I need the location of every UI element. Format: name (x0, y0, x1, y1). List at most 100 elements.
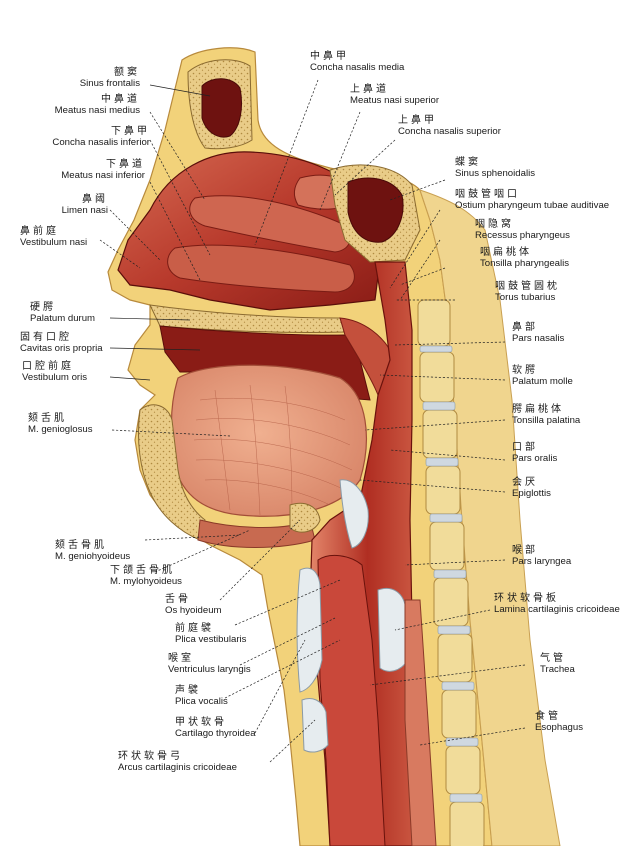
label-la: Arcus cartilaginis cricoideae (118, 761, 237, 773)
label-la: Vestibulum oris (22, 371, 88, 383)
label-la: Lamina cartilaginis cricoideae (494, 603, 620, 615)
label-os-hyoideum: 舌骨 Os hyoideum (165, 594, 222, 616)
label-zh: 食管 (535, 711, 561, 722)
label-epiglottis: 会厌 Epiglottis (512, 477, 551, 499)
label-la: Palatum molle (512, 375, 573, 387)
label-la: Torus tubarius (495, 291, 556, 303)
concha-inferior (167, 244, 355, 293)
label-ostium-pharyngeum: 咽鼓管咽口 Ostium pharyngeum tubae auditivae (455, 189, 609, 211)
label-la: Meatus nasi medius (54, 104, 140, 116)
label-pars-oralis: 口部 Pars oralis (512, 442, 558, 464)
label-m-mylohyoideus: 下颌舌骨肌 M. mylohyoideus (110, 565, 182, 587)
label-zh: 固有口腔 (20, 332, 72, 343)
label-la: M. mylohyoideus (110, 575, 182, 587)
label-la: Vestibulum nasi (20, 236, 88, 248)
label-zh: 鼻部 (512, 322, 538, 333)
label-la: Limen nasi (61, 204, 108, 216)
label-la: Sinus sphenoidalis (455, 167, 536, 179)
label-la: Esophagus (535, 721, 584, 733)
label-esophagus: 食管 Esophagus (535, 711, 584, 733)
label-zh: 声襞 (175, 685, 201, 696)
label-zh: 上鼻道 (350, 84, 389, 95)
label-arcus-cartilaginis-cricoideae: 环状软骨弓 Arcus cartilaginis cricoideae (118, 751, 237, 773)
label-zh: 中鼻甲 (310, 51, 349, 62)
label-tonsilla-palatina: 腭扁桃体 Tonsilla palatina (512, 404, 581, 426)
larynx-trachea (317, 554, 386, 846)
label-zh: 硬腭 (30, 302, 56, 313)
label-m-genioglossus: 颏舌肌 M. genioglosus (28, 413, 93, 435)
tongue (170, 364, 367, 517)
label-la: Trachea (540, 663, 575, 675)
label-la: Concha nasalis inferior (52, 136, 150, 148)
label-la: Tonsilla pharyngealis (480, 257, 570, 269)
label-zh: 鼻前庭 (20, 226, 59, 237)
label-la: Concha nasalis media (310, 61, 405, 73)
label-palatum-molle: 软腭 Palatum molle (512, 365, 573, 387)
hyoid-bone (289, 502, 321, 533)
label-la: Os hyoideum (165, 604, 222, 616)
label-zh: 口腔前庭 (22, 361, 74, 372)
label-zh: 环状软骨板 (494, 593, 559, 604)
label-cavitas-oris-propria: 固有口腔 Cavitas oris propria (20, 332, 103, 354)
label-la: Concha nasalis superior (398, 125, 501, 137)
label-recessus-pharyngeus: 咽隐窝 Recessus pharyngeus (475, 219, 570, 241)
sphenoid-sinus (347, 177, 404, 243)
label-meatus-nasi-superior: 上鼻道 Meatus nasi superior (350, 84, 439, 106)
label-zh: 舌骨 (165, 594, 191, 605)
label-concha-nasalis-media: 中鼻甲 Concha nasalis media (310, 51, 405, 73)
label-la: Pars laryngea (512, 555, 572, 567)
label-torus-tubarius: 咽鼓管圆枕 Torus tubarius (495, 281, 560, 303)
label-sinus-frontalis: 额窦 Sinus frontalis (40, 67, 140, 89)
label-cartilago-thyroidea: 甲状软骨 Cartilago thyroidea (175, 717, 256, 739)
label-zh: 下颌舌骨肌 (110, 565, 175, 576)
label-la: M. genioglosus (28, 423, 93, 435)
label-meatus-nasi-medius: 中鼻道 Meatus nasi medius (10, 94, 140, 116)
label-la: Plica vestibularis (175, 633, 247, 645)
label-meatus-nasi-inferior: 下鼻道 Meatus nasi inferior (5, 159, 145, 181)
label-zh: 软腭 (512, 365, 538, 376)
label-la: Ventriculus laryngis (168, 663, 251, 675)
thyroid-cartilage (296, 567, 323, 693)
label-zh: 咽扁桃体 (480, 247, 532, 258)
label-la: Plica vocalis (175, 695, 228, 707)
label-zh: 前庭襞 (175, 623, 214, 634)
label-la: Pars oralis (512, 452, 558, 464)
label-zh: 咽鼓管圆枕 (495, 281, 560, 292)
label-zh: 额窦 (114, 67, 140, 78)
label-la: Pars nasalis (512, 332, 565, 344)
label-zh: 喉室 (168, 653, 194, 664)
label-vestibulum-nasi: 鼻前庭 Vestibulum nasi (20, 226, 88, 248)
label-concha-nasalis-inferior: 下鼻甲 Concha nasalis inferior (5, 126, 150, 148)
label-sinus-sphenoidalis: 蝶窦 Sinus sphenoidalis (455, 157, 536, 179)
label-limen-nasi: 鼻阈 Limen nasi (30, 194, 108, 216)
label-zh: 咽鼓管咽口 (455, 189, 520, 200)
cricoid-lamina (377, 587, 409, 672)
label-la: Tonsilla palatina (512, 414, 581, 426)
label-zh: 颏舌骨肌 (55, 540, 107, 551)
label-la: Recessus pharyngeus (475, 229, 570, 241)
label-m-geniohyoideus: 颏舌骨肌 M. geniohyoideus (55, 540, 131, 562)
label-palatum-durum: 硬腭 Palatum durum (30, 302, 96, 324)
label-trachea: 气管 Trachea (540, 653, 575, 675)
label-la: Cartilago thyroidea (175, 727, 256, 739)
label-pars-laryngea: 喉部 Pars laryngea (512, 545, 572, 567)
frontal-sinus (201, 78, 243, 138)
label-la: Palatum durum (30, 312, 96, 324)
label-zh: 鼻阈 (82, 194, 108, 205)
label-plica-vocalis: 声襞 Plica vocalis (175, 685, 228, 707)
label-zh: 气管 (540, 653, 566, 664)
tongue-fibers (193, 384, 353, 516)
label-la: M. geniohyoideus (55, 550, 131, 562)
label-zh: 喉部 (512, 545, 538, 556)
label-lamina-cartilaginis-cricoideae: 环状软骨板 Lamina cartilaginis cricoideae (494, 593, 620, 615)
label-zh: 甲状软骨 (175, 717, 227, 728)
label-zh: 下鼻道 (106, 159, 145, 170)
epiglottis-shape (339, 479, 369, 549)
label-zh: 腭扁桃体 (512, 404, 564, 415)
label-zh: 中鼻道 (101, 94, 140, 105)
label-la: Sinus frontalis (79, 77, 140, 89)
label-concha-nasalis-superior: 上鼻甲 Concha nasalis superior (398, 115, 501, 137)
leader-lines (99, 84, 341, 763)
